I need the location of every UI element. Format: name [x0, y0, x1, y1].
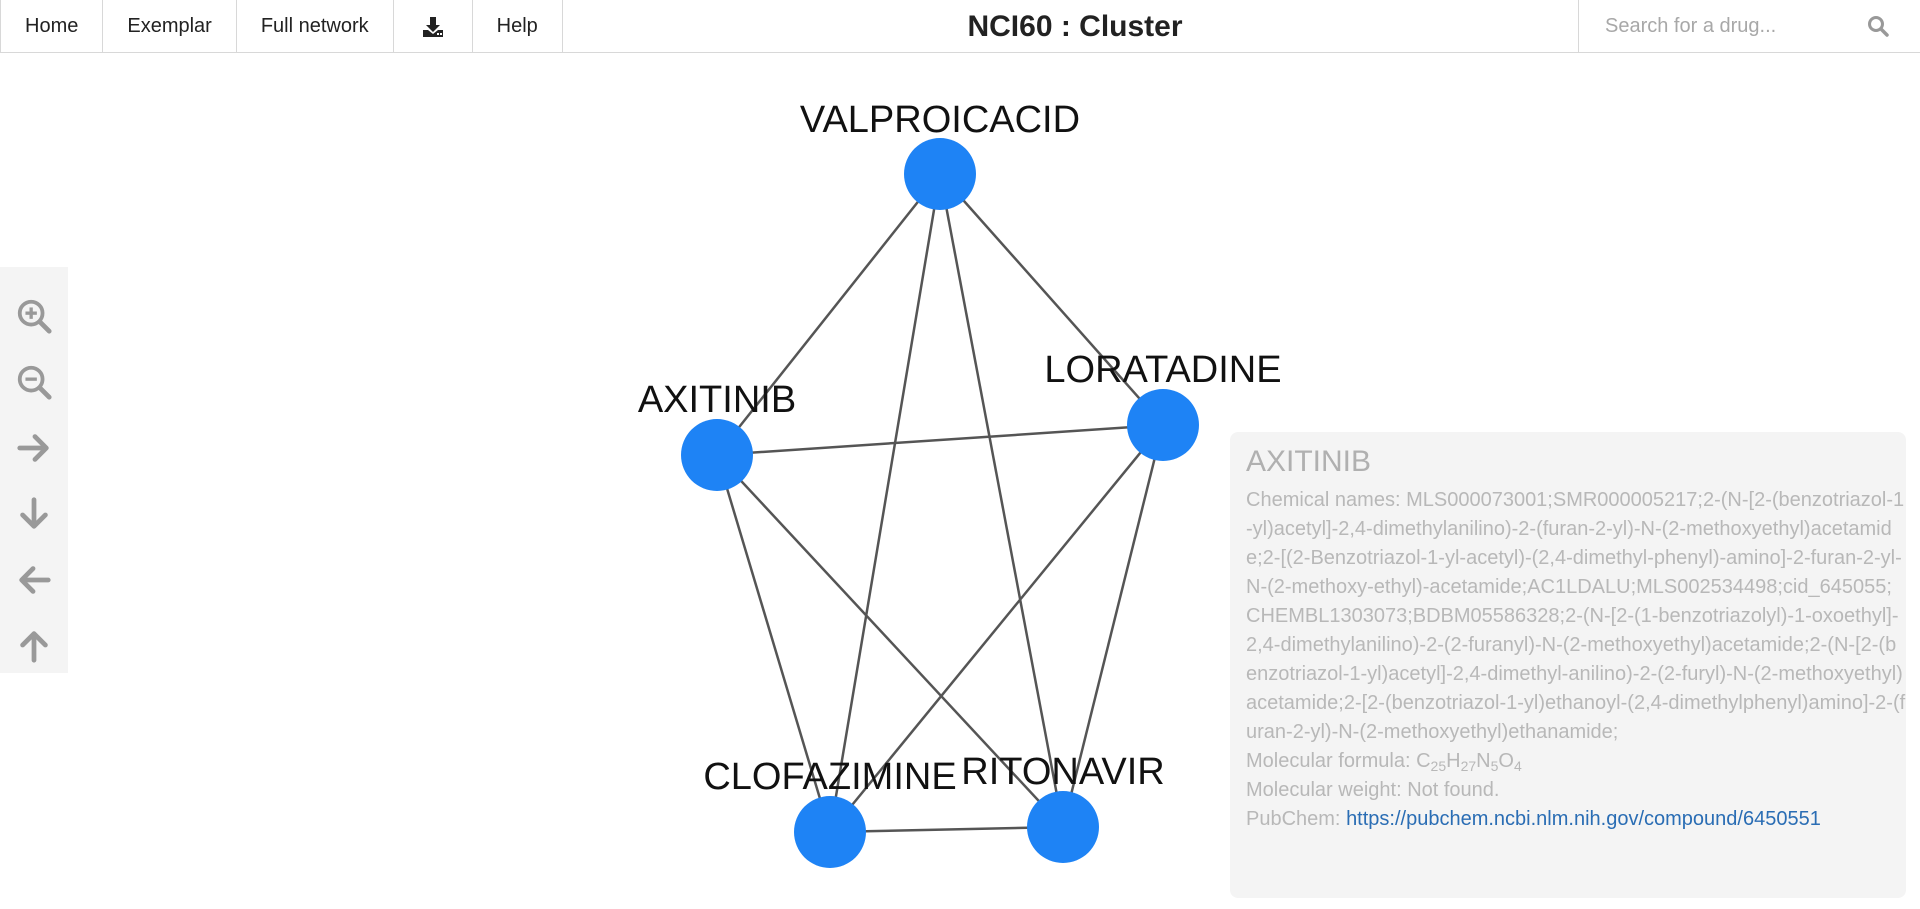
graph-edge-valproicacid-axitinib: [716, 173, 941, 456]
graph-node-label-loratadine: LORATADINE: [1044, 349, 1281, 391]
graph-edge-loratadine-ritonavir: [1061, 424, 1165, 828]
formula-h-count: 27: [1460, 758, 1477, 774]
zoom-in-button[interactable]: [0, 283, 68, 349]
pan-left-button[interactable]: [0, 547, 68, 613]
graph-node-label-clofazimine: CLOFAZIMINE: [703, 756, 956, 798]
nav-home[interactable]: Home: [0, 0, 104, 53]
zoom-in-icon: [17, 299, 52, 334]
arrow-left-icon: [19, 566, 51, 594]
search-box: [1578, 0, 1920, 53]
network-svg[interactable]: VALPROICACID AXITINIB LORATADINE CLOFAZIMIN…: [0, 54, 1920, 909]
pan-up-button[interactable]: [0, 613, 68, 679]
drug-name: AXITINIB: [1246, 445, 1372, 478]
formula-c-count: 25: [1430, 758, 1447, 774]
nav-menu: Home Exemplar Full network Help: [0, 0, 563, 53]
chemical-names-value: MLS000073001;SMR000005217;2-(N-[2-(benzo…: [1246, 489, 1906, 743]
zoom-out-icon: [17, 365, 52, 400]
drug-info-panel: AXITINIB Chemical names: MLS000073001;SM…: [1230, 432, 1906, 898]
arrow-up-icon: [20, 631, 48, 663]
graph-node-valproicacid[interactable]: [904, 138, 976, 210]
graph-node-label-ritonavir: RITONAVIR: [961, 751, 1164, 793]
graph-edge-axitinib-ritonavir: [716, 454, 1064, 828]
molecular-weight: Molecular weight: Not found.: [1246, 776, 1890, 805]
pan-down-button[interactable]: [0, 481, 68, 547]
nav-help[interactable]: Help: [473, 0, 563, 53]
graph-edge-clofazimine-ritonavir: [829, 825, 1064, 834]
pubchem-label: PubChem:: [1246, 808, 1341, 830]
top-navbar: Home Exemplar Full network Help NCI60 : …: [0, 0, 1920, 53]
graph-node-label-axitinib: AXITINIB: [638, 379, 796, 421]
graph-edge-valproicacid-clofazimine: [828, 173, 942, 833]
pubchem-link[interactable]: https://pubchem.ncbi.nlm.nih.gov/compoun…: [1346, 808, 1821, 830]
chemical-names-label: Chemical names:: [1246, 489, 1401, 511]
arrow-down-icon: [20, 497, 48, 529]
page-title-wrap: NCI60 : Cluster: [0, 0, 1920, 53]
nav-exemplar[interactable]: Exemplar: [103, 0, 237, 53]
formula-c: C: [1416, 750, 1431, 772]
search-input[interactable]: [1579, 1, 1859, 52]
nav-full-network[interactable]: Full network: [237, 0, 394, 53]
formula-n-count: 5: [1490, 758, 1499, 774]
graph-edge-loratadine-clofazimine: [829, 424, 1164, 833]
graph-controls: [0, 267, 68, 673]
pubchem-row: PubChem: https://pubchem.ncbi.nlm.nih.go…: [1246, 805, 1890, 834]
page-title: NCI60 : Cluster: [967, 9, 1183, 43]
chemical-names: Chemical names: MLS000073001;SMR00000521…: [1246, 486, 1906, 747]
nav-download[interactable]: [394, 0, 473, 53]
formula-value: C25H27N5O4: [1416, 750, 1522, 774]
graph-edge-axitinib-clofazimine: [715, 454, 832, 833]
formula-n: N: [1476, 750, 1491, 772]
formula-o-count: 4: [1513, 758, 1522, 774]
graph-edge-valproicacid-ritonavir: [938, 173, 1065, 828]
graph-node-loratadine[interactable]: [1127, 389, 1199, 461]
pan-right-button[interactable]: [0, 415, 68, 481]
graph-node-label-valproicacid: VALPROICACID: [800, 99, 1080, 141]
weight-value: Not found.: [1407, 779, 1500, 801]
network-graph: VALPROICACID AXITINIB LORATADINE CLOFAZIMIN…: [0, 54, 1920, 909]
graph-node-ritonavir[interactable]: [1027, 791, 1099, 863]
formula-label: Molecular formula:: [1246, 750, 1411, 772]
formula-o: O: [1498, 750, 1514, 772]
zoom-out-button[interactable]: [0, 349, 68, 415]
graph-node-clofazimine[interactable]: [794, 796, 866, 868]
formula-h: H: [1446, 750, 1461, 772]
download-icon: [422, 16, 443, 37]
molecular-formula: Molecular formula: C25H27N5O4: [1246, 747, 1890, 776]
weight-label: Molecular weight:: [1246, 779, 1402, 801]
arrow-right-icon: [17, 434, 49, 462]
graph-edge-valproicacid-loratadine: [939, 173, 1164, 426]
search-icon[interactable]: [1866, 14, 1890, 38]
graph-node-axitinib[interactable]: [681, 419, 753, 491]
graph-edge-axitinib-loratadine: [716, 423, 1164, 457]
